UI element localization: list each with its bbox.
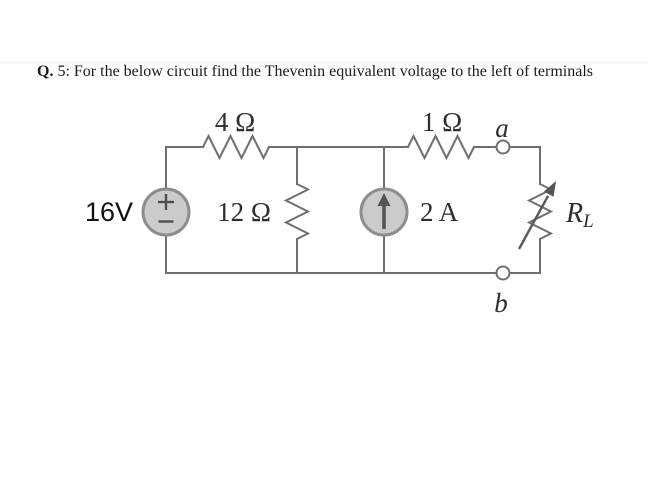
question-body: 5: For the below circuit find the Theven…: [53, 63, 594, 80]
terminal-b: [495, 265, 511, 281]
variable-arrow-icon: [517, 181, 556, 250]
current-source: [359, 187, 409, 237]
label-terminal-b: b: [494, 288, 508, 318]
plus-icon: [158, 194, 174, 210]
top-divider: [0, 61, 648, 64]
label-16v: 16V: [85, 197, 133, 227]
load-resistor: [517, 181, 556, 250]
question-text: Q. 5: For the below circuit find the The…: [37, 63, 648, 81]
label-1ohm: 1 Ω: [422, 107, 462, 137]
label-rl-letter: R: [565, 198, 583, 229]
question-number: Q.: [37, 63, 54, 80]
label-rl: RL: [565, 198, 594, 232]
resistor-4ohm: [202, 133, 270, 161]
label-terminal-a: a: [495, 113, 509, 143]
label-2a: 2 A: [420, 197, 459, 227]
label-4ohm: 4 Ω: [215, 107, 255, 137]
resistor-12ohm: [283, 183, 311, 240]
label-12ohm: 12 Ω: [217, 197, 271, 227]
resistor-1ohm: [407, 133, 475, 161]
label-rl-subscript: L: [582, 211, 594, 232]
voltage-source: [141, 187, 191, 237]
terminal-a: [495, 139, 511, 155]
circuit-wires: [165, 146, 541, 274]
up-arrow-icon: [377, 193, 391, 229]
